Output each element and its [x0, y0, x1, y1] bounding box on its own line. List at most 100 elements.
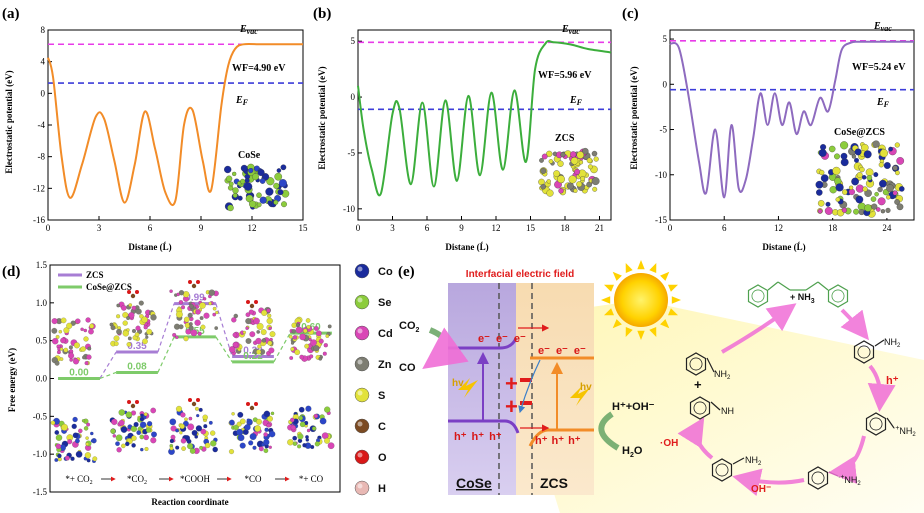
atom [68, 352, 75, 359]
panel-a-ytick-label: 4 [41, 57, 46, 67]
panel-b-ytick-label: 0 [351, 92, 356, 102]
atom [305, 435, 309, 439]
panel-a-ef-label: EF [235, 95, 249, 107]
hv-icon-left: hv [452, 378, 478, 398]
cose-label: CoSe [456, 475, 492, 491]
panel-c-ytick-label: -5 [660, 125, 668, 135]
sun-ray [604, 284, 614, 292]
atom [896, 157, 905, 165]
atom [146, 328, 153, 335]
sun-ray [660, 271, 670, 281]
atom [576, 181, 583, 188]
energy-value-label: 0.99 [185, 293, 205, 304]
benzylamine-cycle [677, 281, 896, 497]
panel-a-ytick-label: -16 [33, 215, 45, 225]
atom [116, 328, 122, 335]
element-C-icon [354, 418, 370, 434]
atom [82, 355, 86, 360]
atom [312, 426, 317, 431]
panel-a-wf-label: WF=4.90 eV [232, 63, 286, 74]
atom [295, 323, 300, 328]
atom [257, 344, 262, 349]
atom [146, 421, 153, 427]
energy-value-label: 0.35 [127, 341, 147, 352]
atom [202, 297, 207, 301]
atom [110, 325, 116, 331]
element-highlight [357, 266, 363, 272]
benzene-ring [685, 352, 707, 376]
atom [133, 422, 139, 428]
atom [72, 432, 79, 439]
panel-a-xlabel: Distane (Ĺ) [128, 242, 171, 252]
element-highlight [357, 421, 363, 427]
atom [184, 417, 188, 422]
element-Zn-label: Zn [378, 359, 392, 371]
atom [239, 442, 246, 449]
atom [116, 447, 122, 453]
atom [52, 338, 59, 345]
atom [51, 318, 58, 325]
atom [840, 158, 849, 167]
atom [116, 314, 121, 319]
energy-connector-ZCS [157, 303, 175, 353]
atom [249, 303, 255, 309]
atom [232, 192, 238, 198]
benzene-aromatic [689, 357, 703, 371]
atom [278, 179, 287, 188]
atom [546, 179, 551, 184]
atom [546, 189, 554, 197]
panel-a-ylabel: Electrostatic potential (eV) [4, 70, 14, 173]
atom [81, 419, 86, 423]
atom [75, 318, 81, 324]
atom [553, 170, 560, 177]
atom [60, 337, 66, 344]
atom [195, 309, 201, 315]
element-H-icon [354, 480, 370, 496]
atom [208, 289, 216, 296]
atom [256, 349, 262, 355]
atom [325, 334, 330, 338]
sun-ray [668, 284, 678, 292]
benzene-aromatic [751, 289, 765, 303]
cycle-arrow [677, 417, 714, 460]
atom [198, 407, 203, 412]
atom [820, 174, 829, 183]
atom [210, 430, 216, 436]
atom [75, 438, 80, 444]
panel-b-label: (b) [313, 6, 331, 22]
atom [586, 157, 593, 164]
atom [170, 434, 176, 440]
panel-a-xtick-label: 6 [148, 223, 153, 233]
atom [195, 406, 199, 411]
atom [215, 310, 219, 315]
atom [83, 328, 87, 333]
bond [874, 339, 885, 347]
atom [591, 150, 598, 157]
panel-a-xtick-label: 3 [97, 223, 102, 233]
atom [570, 151, 577, 158]
adsorption-structure [109, 290, 157, 347]
energy-connector-CoSe@ZCS [99, 371, 117, 380]
atom [894, 199, 900, 205]
panel-d-ytick-label: -0.5 [33, 411, 48, 421]
cycle-arrow [840, 308, 869, 341]
atom [131, 435, 137, 441]
atom [270, 411, 275, 416]
atom [55, 434, 63, 441]
atom [292, 441, 298, 446]
adsorption-structure [168, 398, 218, 455]
atom [67, 439, 73, 445]
atom [261, 338, 267, 343]
atom [824, 206, 833, 215]
category-label: *+ CO2 [65, 474, 92, 486]
atom [203, 424, 208, 429]
atom [573, 188, 578, 193]
atom [291, 322, 297, 328]
panel-d-chart: (d) -1.5-1.0-0.50.00.51.01.50.350.990.29… [2, 260, 393, 507]
nh2plus-label-1: ·+NH2 [893, 425, 916, 438]
atom [865, 168, 874, 177]
atom [187, 423, 195, 431]
atom [178, 290, 185, 296]
